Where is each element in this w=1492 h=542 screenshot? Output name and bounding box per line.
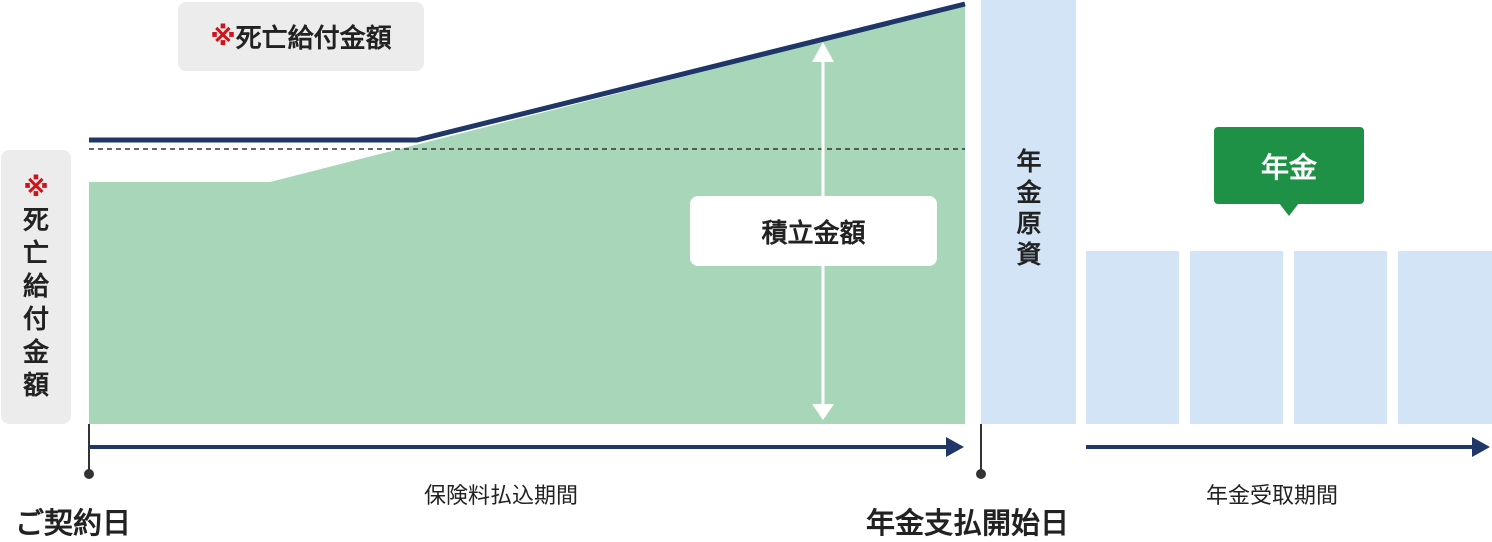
asterisk-mark: ※ (210, 21, 236, 52)
death-benefit-char: 金 (22, 337, 49, 368)
death-benefit-line (89, 1, 966, 143)
death-benefit-char: 死 (22, 205, 49, 236)
asterisk-mark: ※ (23, 172, 49, 203)
pension-tag-pointer (1279, 203, 1299, 216)
pension-payment-block (1086, 251, 1179, 424)
premium-period-label: 保険料払込期間 (424, 484, 579, 509)
pension-period-label: 年金受取期間 (1206, 484, 1339, 509)
contract-date-dot (84, 469, 94, 479)
pension-capital-char: 年 (1016, 147, 1042, 176)
death-benefit-text: 死亡給付金額 (235, 24, 392, 54)
pension-capital-char: 金 (1016, 178, 1042, 207)
pension-capital-block (981, 0, 1076, 424)
contract-date-label: ご契約日 (15, 506, 132, 540)
pension-payment-block (1294, 251, 1387, 424)
death-benefit-char: 額 (22, 370, 49, 401)
pension-start-date-label: 年金支払開始日 (866, 506, 1070, 540)
pension-start-dot (976, 469, 986, 479)
death-benefit-label-top: ※ 死亡給付金額 (178, 2, 424, 71)
pension-capital-char: 資 (1016, 240, 1042, 269)
accumulated-amount-label: 積立金額 (690, 196, 937, 266)
death-benefit-char: 付 (22, 304, 49, 335)
arrow-right-icon (89, 437, 964, 457)
pension-capital-label: 年 金 原 資 (998, 146, 1060, 270)
pension-capital-char: 原 (1016, 209, 1042, 238)
pension-payment-block (1190, 251, 1283, 424)
accumulation-area (89, 5, 965, 424)
death-benefit-char: 給 (22, 271, 49, 302)
death-benefit-char: 亡 (22, 238, 49, 269)
death-benefit-label-vertical: ※ 死 亡 給 付 金 額 (1, 150, 71, 424)
pension-tag: 年金 (1214, 127, 1364, 204)
pension-payment-block (1398, 251, 1492, 424)
arrow-right-icon (1086, 437, 1490, 457)
